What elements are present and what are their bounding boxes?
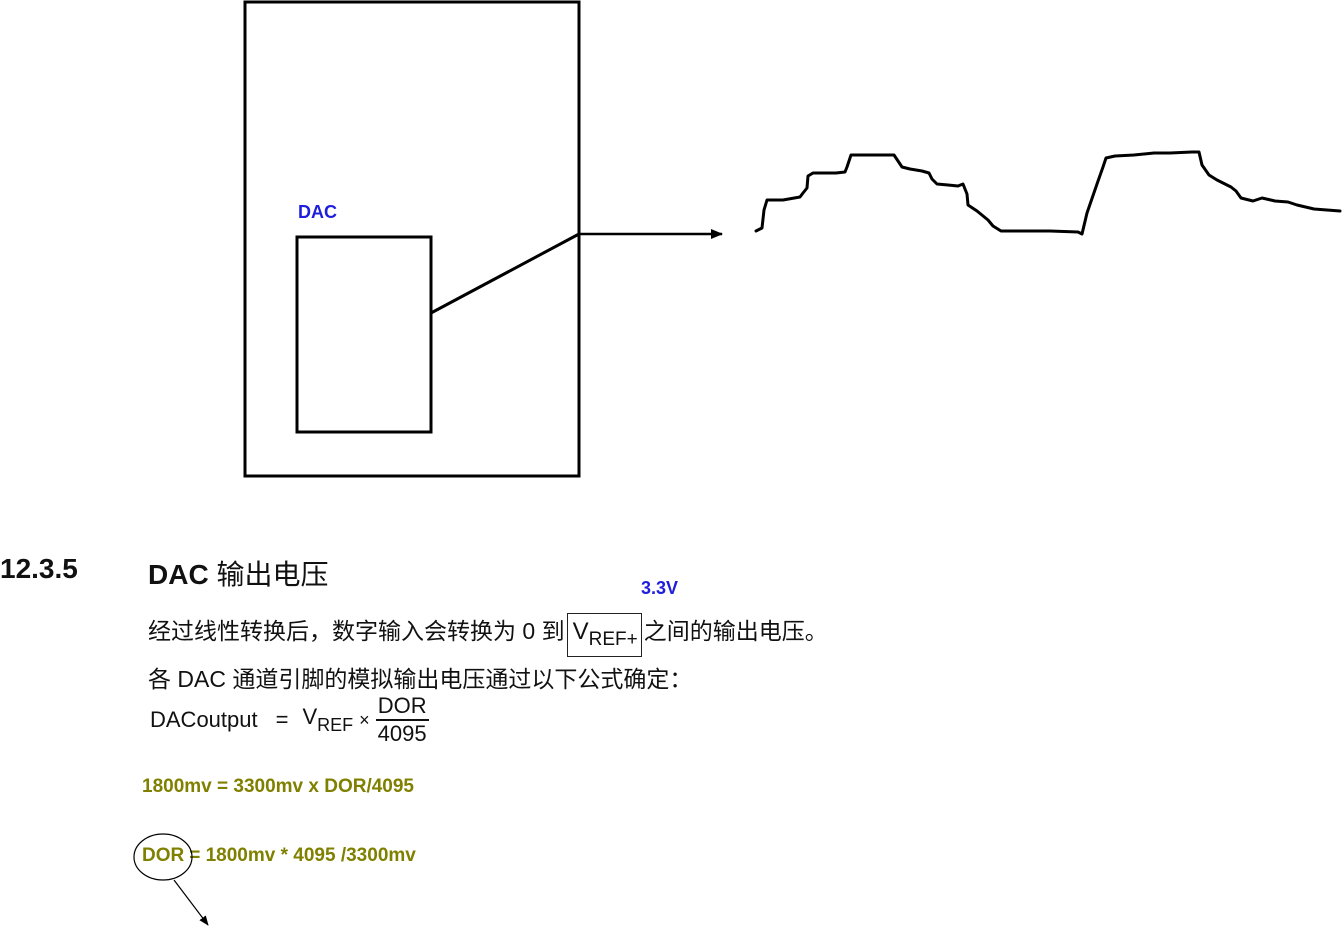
section-title-cn: 输出电压 xyxy=(216,559,329,590)
formula-numerator: DOR xyxy=(375,693,429,721)
mcu-outline-box xyxy=(243,0,581,478)
dac-block-box xyxy=(295,235,433,434)
vref-subscript: REF+ xyxy=(588,629,638,650)
section-number: 12.3.5 xyxy=(0,553,78,584)
calculation-note-1: 1800mv = 3300mv x DOR/4095 xyxy=(142,776,415,797)
vref-value-annotation: 3.3V xyxy=(641,578,679,598)
calculation-note-2-rest: = 1800mv * 4095 /3300mv xyxy=(189,845,416,866)
dac-label: DAC xyxy=(298,202,337,222)
vref-plus-box: VREF+ xyxy=(566,613,642,657)
dac-output-formula: DACoutput = VREF × DOR 4095 xyxy=(150,690,429,750)
paragraph-text-after: 之间的输出电压。 xyxy=(643,618,828,644)
formula-equals: = xyxy=(275,707,289,732)
formula-vref: VREF xyxy=(302,704,353,736)
section-title: DAC 输出电压 xyxy=(148,553,328,593)
dor-circled-label: DOR xyxy=(142,845,185,866)
formula-v-subscript: REF xyxy=(317,715,354,735)
dor-pointer-arrow xyxy=(173,879,209,926)
dac-output-line xyxy=(430,232,580,315)
formula-denominator: 4095 xyxy=(377,721,427,746)
formula-lhs: DACoutput xyxy=(150,707,258,732)
formula-times: × xyxy=(359,709,370,730)
formula-fraction: DOR 4095 xyxy=(375,693,429,747)
section-title-latin: DAC xyxy=(148,559,209,590)
paragraph-formula-intro: 各 DAC 通道引脚的模拟输出电压通过以下公式确定： xyxy=(148,666,693,692)
dac-block-diagram xyxy=(243,0,1342,478)
analog-waveform-icon xyxy=(754,150,1342,236)
calculation-note-2: DOR= 1800mv * 4095 /3300mv xyxy=(142,845,416,867)
formula-v: V xyxy=(302,704,318,729)
vref-symbol: V xyxy=(572,618,589,645)
paragraph-text-before: 经过线性转换后，数字输入会转换为 0 到 xyxy=(148,618,565,644)
